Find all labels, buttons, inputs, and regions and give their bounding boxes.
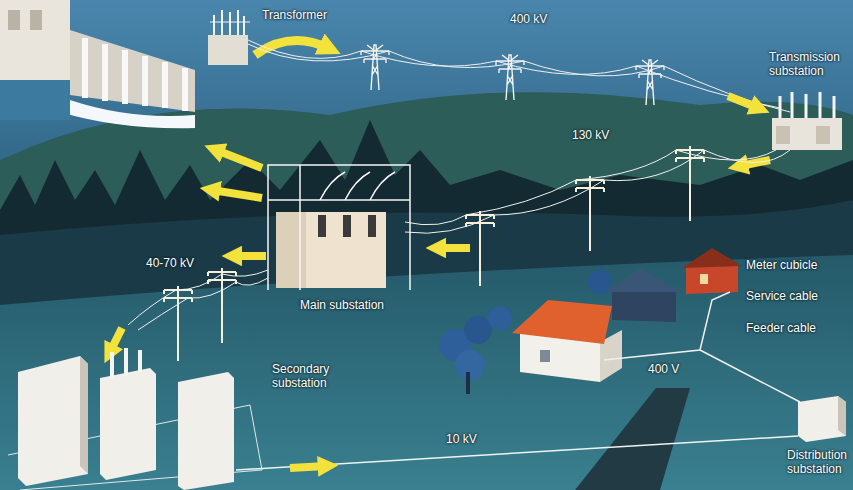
houses <box>512 248 742 382</box>
callout-label: Feeder cable <box>746 321 816 335</box>
callout-label: 10 kV <box>446 432 477 446</box>
distribution-line-10kv <box>236 436 798 470</box>
callout-label: Distribution substation <box>787 448 849 476</box>
callout-label: Transmission substation <box>769 50 849 78</box>
transmission-line-130kv <box>405 146 790 286</box>
flow-arrow <box>216 150 262 168</box>
transmission-line-400kv <box>248 40 790 112</box>
main-substation <box>268 165 410 290</box>
step-up-transformer <box>208 10 250 65</box>
power-station-dam <box>0 0 195 128</box>
secondary-substation <box>8 348 262 490</box>
callout-label: Transformer <box>262 8 327 22</box>
service-and-feeder-cables <box>604 292 800 402</box>
callout-label: Meter cubicle <box>746 258 817 272</box>
flow-arrow <box>212 190 262 198</box>
flow-arrow <box>234 252 266 260</box>
flow-arrow <box>110 328 122 352</box>
flow-arrow <box>438 244 470 252</box>
callout-label: Service cable <box>746 289 818 303</box>
callout-label: Main substation <box>300 298 384 312</box>
flow-arrow <box>740 160 770 166</box>
flow-arrow <box>728 96 758 108</box>
flow-arrow <box>290 466 326 468</box>
callout-label: 400 kV <box>510 12 547 26</box>
subtransmission-line-40-70kv <box>128 268 268 361</box>
trees <box>439 270 612 394</box>
callout-label: 130 kV <box>572 128 609 142</box>
distribution-substation <box>798 396 846 442</box>
callout-label: Secondary substation <box>272 362 367 390</box>
callout-label: 40-70 kV <box>146 256 194 270</box>
transmission-substation <box>772 92 842 150</box>
callout-label: 400 V <box>648 362 679 376</box>
